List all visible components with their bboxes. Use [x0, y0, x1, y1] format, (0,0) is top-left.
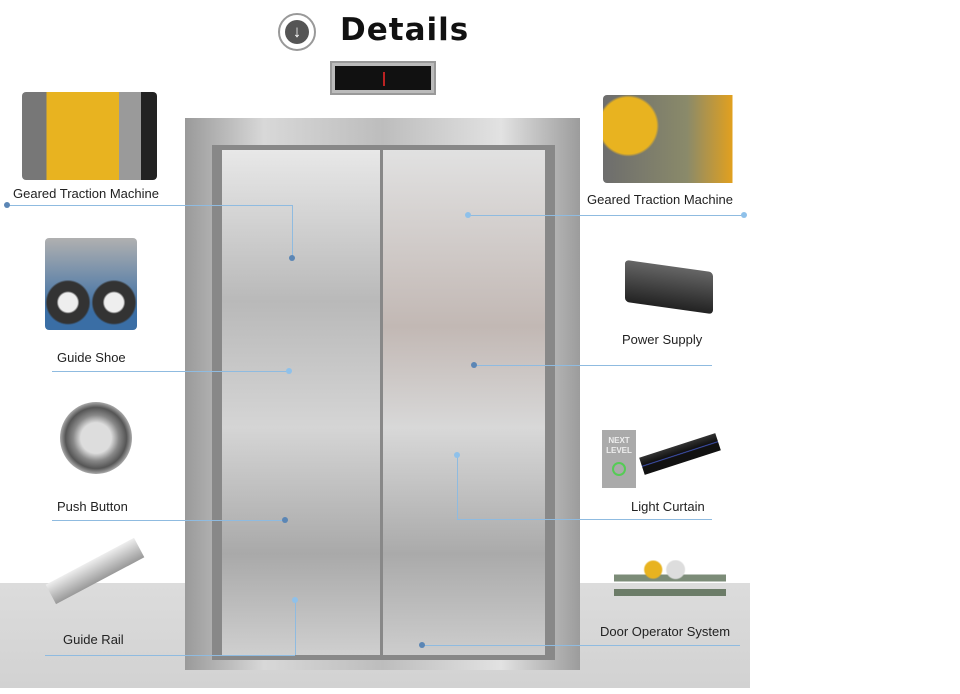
leader-line	[292, 205, 293, 258]
leader-line	[422, 645, 740, 646]
light-curtain-bar-image	[639, 433, 721, 475]
leader-line	[52, 520, 285, 521]
label-light-curtain: Light Curtain	[631, 499, 705, 514]
label-geared-traction-machine-left: Geared Traction Machine	[13, 186, 159, 201]
geared-traction-machine-image-right	[603, 95, 743, 183]
geared-traction-machine-image-left	[22, 92, 157, 180]
elevator-door-left	[222, 150, 380, 655]
leader-dot	[465, 212, 471, 218]
leader-line	[474, 365, 712, 366]
door-operator-image	[614, 560, 726, 608]
leader-line	[52, 371, 289, 372]
label-power-supply: Power Supply	[622, 332, 703, 347]
floor-indicator-display	[330, 61, 436, 95]
leader-dot	[419, 642, 425, 648]
leader-dot	[471, 362, 477, 368]
label-guide-shoe: Guide Shoe	[57, 350, 126, 365]
power-supply-image	[625, 259, 713, 315]
label-door-operator-system: Door Operator System	[600, 624, 731, 639]
leader-line	[7, 205, 292, 206]
leader-line	[468, 215, 744, 216]
label-push-button: Push Button	[57, 499, 128, 514]
leader-dot	[289, 255, 295, 261]
label-geared-traction-machine-right: Geared Traction Machine	[587, 192, 733, 207]
page-title: Details	[340, 12, 470, 48]
leader-dot	[286, 368, 292, 374]
leader-line	[45, 655, 295, 656]
elevator-door-right	[383, 150, 545, 655]
sign-text: NEXT LEVEL	[606, 436, 632, 455]
label-guide-rail: Guide Rail	[63, 632, 124, 647]
leader-line	[295, 600, 296, 655]
push-button-image	[60, 402, 132, 474]
light-curtain-sign-image: NEXT LEVEL	[602, 430, 636, 488]
arrow-down-circle-icon: ↓	[278, 13, 316, 51]
leader-line	[457, 455, 458, 519]
leader-dot	[292, 597, 298, 603]
leader-line	[457, 519, 712, 520]
leader-dot	[741, 212, 747, 218]
leader-dot	[282, 517, 288, 523]
guide-shoe-image	[45, 238, 137, 330]
leader-dot	[4, 202, 10, 208]
leader-dot	[454, 452, 460, 458]
